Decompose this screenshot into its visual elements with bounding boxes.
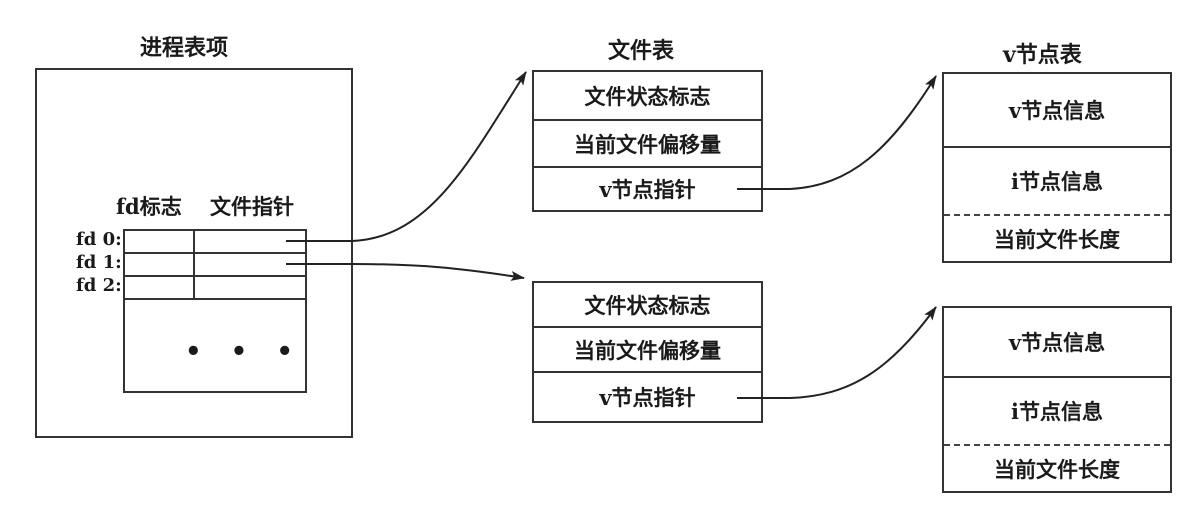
file-table-entry-1: 文件状态标志 当前文件偏移量 v节点指针	[532, 70, 763, 212]
dashed-divider	[944, 214, 1170, 216]
fd-table-ellipsis: • • •	[185, 337, 303, 367]
fd2-label: fd 2:	[76, 275, 122, 296]
arrow-fd0-to-file-entry-1	[286, 71, 527, 242]
file-size: 当前文件长度	[994, 456, 1120, 482]
file-pointer-header: 文件指针	[210, 194, 294, 219]
vnode-table-entry-2: v节点信息 i节点信息 当前文件长度	[942, 306, 1172, 493]
vnode-pointer: v节点指针	[599, 385, 696, 410]
divider	[534, 166, 761, 168]
fd-table-col-line	[193, 231, 195, 300]
vnode-info: v节点信息	[1008, 98, 1106, 123]
inode-info: i节点信息	[1011, 399, 1103, 424]
fd-table: • • •	[123, 229, 307, 393]
file-status-flags: 文件状态标志	[584, 84, 711, 109]
file-offset: 当前文件偏移量	[574, 132, 721, 157]
divider	[534, 371, 761, 373]
vnode-pointer: v节点指针	[599, 177, 696, 202]
vnode-table-title: v节点表	[1003, 42, 1082, 68]
fd1-label: fd 1:	[76, 252, 122, 273]
fd0-label: fd 0:	[76, 229, 122, 250]
fd-flags-header: fd标志	[116, 194, 182, 219]
fd-table-row-line	[125, 275, 305, 277]
fd-table-row-line	[125, 252, 305, 254]
file-offset: 当前文件偏移量	[574, 338, 721, 363]
file-table-title: 文件表	[608, 38, 675, 64]
dashed-divider	[944, 444, 1170, 446]
process-table-title: 进程表项	[140, 35, 229, 61]
file-status-flags: 文件状态标志	[584, 293, 711, 318]
vnode-table-entry-1: v节点信息 i节点信息 当前文件长度	[942, 72, 1172, 263]
file-size: 当前文件长度	[994, 226, 1120, 252]
fd-table-row-line	[125, 298, 305, 300]
arrow-file-entry-1-to-vnode-1	[737, 75, 937, 190]
divider	[534, 326, 761, 328]
divider	[944, 376, 1170, 378]
arrow-fd1-to-file-entry-2	[286, 263, 525, 281]
divider	[944, 146, 1170, 148]
divider	[534, 119, 761, 121]
file-table-entry-2: 文件状态标志 当前文件偏移量 v节点指针	[532, 281, 763, 423]
arrow-file-entry-2-to-vnode-2	[737, 306, 937, 399]
inode-info: i节点信息	[1011, 169, 1103, 194]
vnode-info: v节点信息	[1008, 330, 1106, 355]
